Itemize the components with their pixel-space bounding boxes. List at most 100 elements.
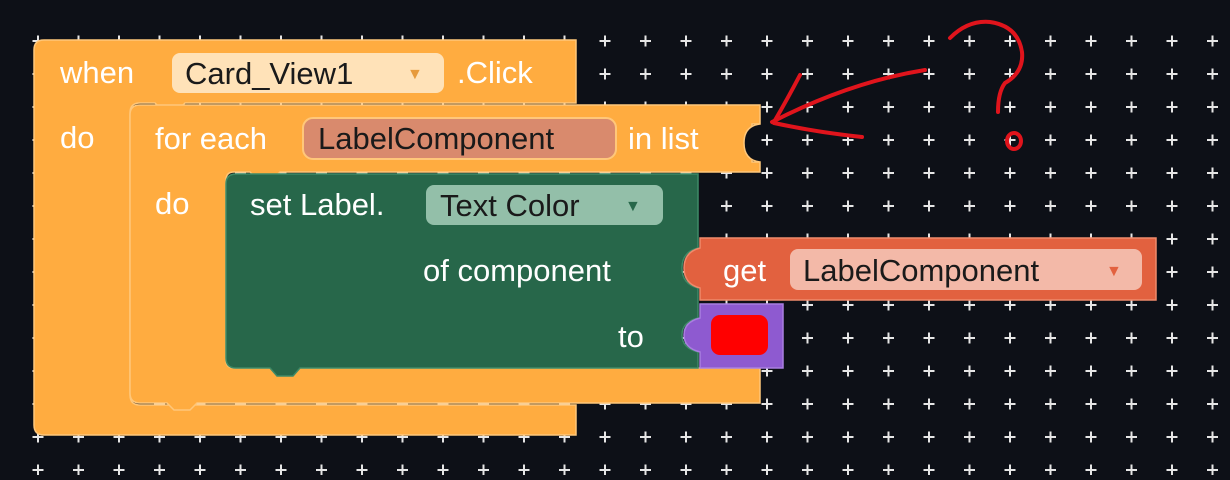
grid-plus-mark: [1004, 299, 1016, 311]
annotation-arrow-question-mark: [770, 19, 1025, 151]
grid-plus-mark: [518, 464, 530, 476]
grid-plus-mark: [640, 35, 651, 47]
grid-plus-mark: [680, 464, 692, 476]
grid-plus-mark: [1126, 167, 1137, 179]
grid-plus-mark: [1207, 101, 1218, 113]
grid-plus-mark: [640, 464, 651, 476]
empty-list-socket[interactable]: [743, 123, 761, 163]
grid-plus-mark: [1045, 299, 1056, 311]
grid-plus-mark: [1045, 68, 1056, 80]
grid-plus-mark: [964, 35, 975, 47]
get-keyword: get: [723, 253, 766, 288]
grid-plus-mark: [154, 464, 165, 476]
grid-plus-mark: [964, 68, 975, 80]
grid-plus-mark: [1085, 464, 1097, 476]
grid-plus-mark: [1085, 365, 1097, 377]
grid-plus-mark: [1207, 266, 1218, 278]
grid-plus-mark: [1085, 35, 1097, 47]
grid-plus-mark: [1004, 365, 1016, 377]
component-dropdown[interactable]: Card_View1 ▼: [172, 53, 444, 93]
grid-plus-mark: [842, 200, 854, 212]
set-text-color-block[interactable]: set Label. Text Color ▼ of component to: [225, 173, 699, 377]
grid-plus-mark: [802, 431, 813, 443]
grid-plus-mark: [1126, 35, 1137, 47]
grid-plus-mark: [964, 464, 975, 476]
grid-plus-mark: [1166, 365, 1178, 377]
grid-plus-mark: [964, 398, 975, 410]
grid-plus-mark: [883, 464, 894, 476]
grid-plus-mark: [1126, 365, 1137, 377]
grid-plus-mark: [842, 35, 854, 47]
grid-plus-mark: [1085, 101, 1097, 113]
grid-plus-mark: [1004, 101, 1016, 113]
chevron-down-icon: ▼: [407, 66, 423, 83]
grid-plus-mark: [964, 101, 975, 113]
grid-plus-mark: [1207, 332, 1218, 344]
grid-plus-mark: [356, 464, 368, 476]
color-red-block[interactable]: [683, 303, 784, 369]
for-each-keyword: for each: [155, 121, 267, 156]
grid-plus-mark: [842, 398, 854, 410]
grid-plus-mark: [1126, 68, 1137, 80]
grid-plus-mark: [1004, 35, 1016, 47]
grid-plus-mark: [1166, 299, 1178, 311]
grid-plus-mark: [1045, 134, 1056, 146]
grid-plus-mark: [478, 464, 489, 476]
grid-plus-mark: [761, 431, 773, 443]
grid-plus-mark: [1045, 200, 1056, 212]
grid-plus-mark: [721, 68, 732, 80]
loop-variable-field[interactable]: LabelComponent: [302, 117, 617, 160]
grid-plus-mark: [1004, 167, 1016, 179]
grid-plus-mark: [1004, 332, 1016, 344]
grid-plus-mark: [842, 101, 854, 113]
grid-plus-mark: [1004, 431, 1016, 443]
grid-plus-mark: [1207, 233, 1218, 245]
grid-plus-mark: [113, 464, 125, 476]
color-swatch[interactable]: [711, 315, 768, 355]
of-component-keyword: of component: [423, 253, 611, 288]
loop-variable-name: LabelComponent: [318, 121, 555, 156]
grid-plus-mark: [721, 464, 732, 476]
grid-plus-mark: [923, 200, 935, 212]
grid-plus-mark: [194, 464, 206, 476]
grid-plus-mark: [761, 464, 773, 476]
grid-plus-mark: [1207, 464, 1218, 476]
grid-plus-mark: [923, 398, 935, 410]
chevron-down-icon: ▼: [1106, 263, 1122, 280]
get-variable-block[interactable]: get LabelComponent ▼: [683, 237, 1157, 301]
grid-plus-mark: [1166, 134, 1178, 146]
get-variable-dropdown[interactable]: LabelComponent ▼: [790, 249, 1142, 290]
grid-plus-mark: [1085, 68, 1097, 80]
grid-plus-mark: [1045, 332, 1056, 344]
grid-plus-mark: [1207, 134, 1218, 146]
grid-plus-mark: [73, 464, 84, 476]
grid-plus-mark: [883, 365, 894, 377]
grid-plus-mark: [923, 134, 935, 146]
grid-plus-mark: [964, 134, 975, 146]
grid-plus-mark: [1085, 332, 1097, 344]
grid-plus-mark: [640, 68, 651, 80]
for-each-block[interactable]: for each LabelComponent in list do: [129, 104, 761, 411]
grid-plus-mark: [761, 200, 773, 212]
grid-plus-mark: [680, 35, 692, 47]
grid-plus-mark: [1166, 101, 1178, 113]
to-keyword: to: [618, 319, 644, 354]
grid-plus-mark: [883, 398, 894, 410]
grid-plus-mark: [842, 431, 854, 443]
grid-plus-mark: [1085, 167, 1097, 179]
grid-plus-mark: [842, 332, 854, 344]
grid-plus-mark: [761, 167, 773, 179]
grid-plus-mark: [883, 134, 894, 146]
grid-plus-mark: [1126, 398, 1137, 410]
grid-plus-mark: [397, 464, 408, 476]
grid-plus-mark: [316, 464, 327, 476]
grid-plus-mark: [923, 35, 935, 47]
grid-plus-mark: [761, 101, 773, 113]
grid-plus-mark: [1166, 35, 1178, 47]
grid-plus-mark: [1045, 101, 1056, 113]
event-block-when-click[interactable]: when Card_View1 ▼ .Click do: [33, 39, 577, 436]
property-dropdown[interactable]: Text Color ▼: [426, 185, 663, 225]
grid-plus-mark: [1085, 200, 1097, 212]
grid-plus-mark: [1045, 431, 1056, 443]
